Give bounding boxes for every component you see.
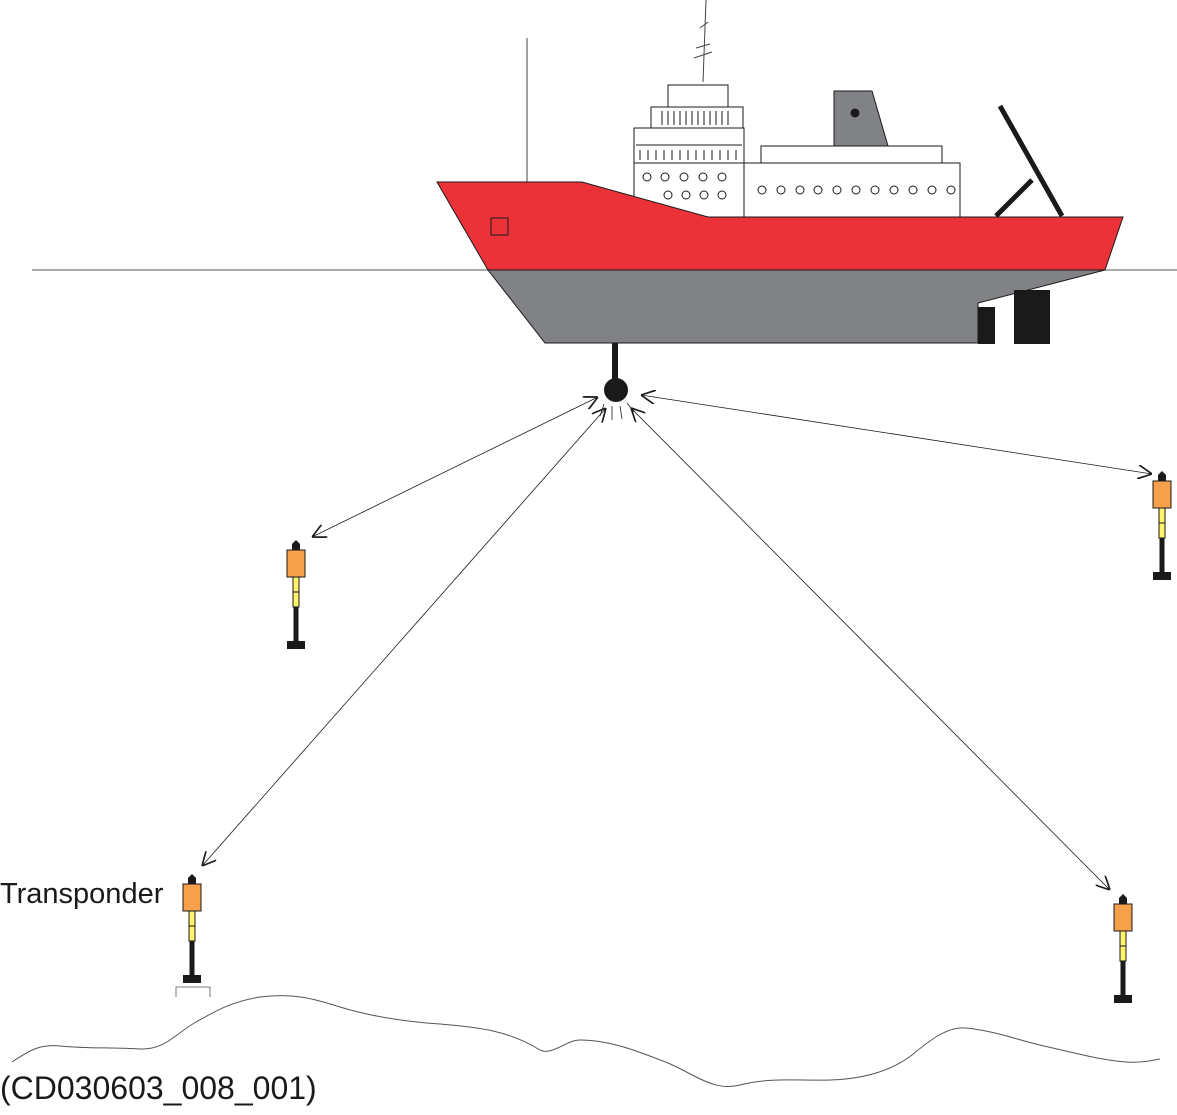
transponder-base bbox=[1114, 995, 1132, 1003]
transponder-body bbox=[286, 549, 306, 578]
figure-id: (CD030603_008_001) bbox=[0, 1070, 317, 1106]
deckhouse-portholes bbox=[757, 185, 956, 195]
acoustic-signal-paths bbox=[202, 395, 1152, 890]
signal-path-left-mid bbox=[312, 397, 598, 537]
transponder-2 bbox=[1152, 471, 1172, 580]
bridge-middle-windows bbox=[636, 144, 742, 160]
transponder-label: Transponder bbox=[0, 878, 164, 910]
transponder-stand bbox=[175, 986, 211, 997]
hull-lower bbox=[486, 269, 1106, 344]
seabed-line bbox=[11, 995, 1161, 1087]
signal-path-right-low bbox=[631, 408, 1110, 890]
a-frame-crane bbox=[994, 104, 1065, 218]
hull-marking bbox=[490, 217, 509, 236]
bridge-top bbox=[667, 84, 729, 108]
signal-path-right-mid bbox=[641, 395, 1152, 474]
bridge-upper-windows bbox=[661, 111, 729, 125]
transponder-cap bbox=[1119, 894, 1127, 904]
transducer-head bbox=[604, 378, 628, 402]
transponder-base bbox=[1153, 572, 1171, 580]
transducer-pole bbox=[612, 343, 618, 380]
transponder-base bbox=[287, 641, 305, 649]
transponder-pole bbox=[1120, 961, 1126, 995]
bridge-upper bbox=[650, 106, 744, 129]
transponder-cap bbox=[1158, 471, 1166, 481]
survey-vessel bbox=[436, 0, 1124, 402]
transponder-4 bbox=[1113, 894, 1133, 1003]
transponder-pole bbox=[1159, 538, 1165, 572]
transponder-body bbox=[1113, 903, 1133, 932]
transponder-pole bbox=[293, 607, 299, 641]
transponder-group bbox=[182, 471, 1172, 1003]
transponder-cap bbox=[188, 874, 196, 884]
transponder-1 bbox=[286, 540, 306, 649]
funnel-emblem bbox=[850, 108, 860, 118]
signal-path-left-low bbox=[202, 408, 606, 866]
rudder bbox=[978, 307, 995, 344]
transponder-cap bbox=[292, 540, 300, 550]
transponder-body bbox=[182, 883, 202, 912]
transponder-pole bbox=[189, 941, 195, 975]
transponder-body bbox=[1152, 480, 1172, 509]
transponder-3 bbox=[182, 874, 202, 983]
propeller bbox=[1014, 290, 1050, 344]
aft-deckhouse-top bbox=[760, 145, 943, 164]
signal-burst bbox=[599, 402, 635, 420]
transponder-base bbox=[183, 975, 201, 983]
radar-mast bbox=[693, 0, 713, 83]
funnel bbox=[833, 90, 889, 147]
bridge-portholes bbox=[642, 172, 727, 200]
